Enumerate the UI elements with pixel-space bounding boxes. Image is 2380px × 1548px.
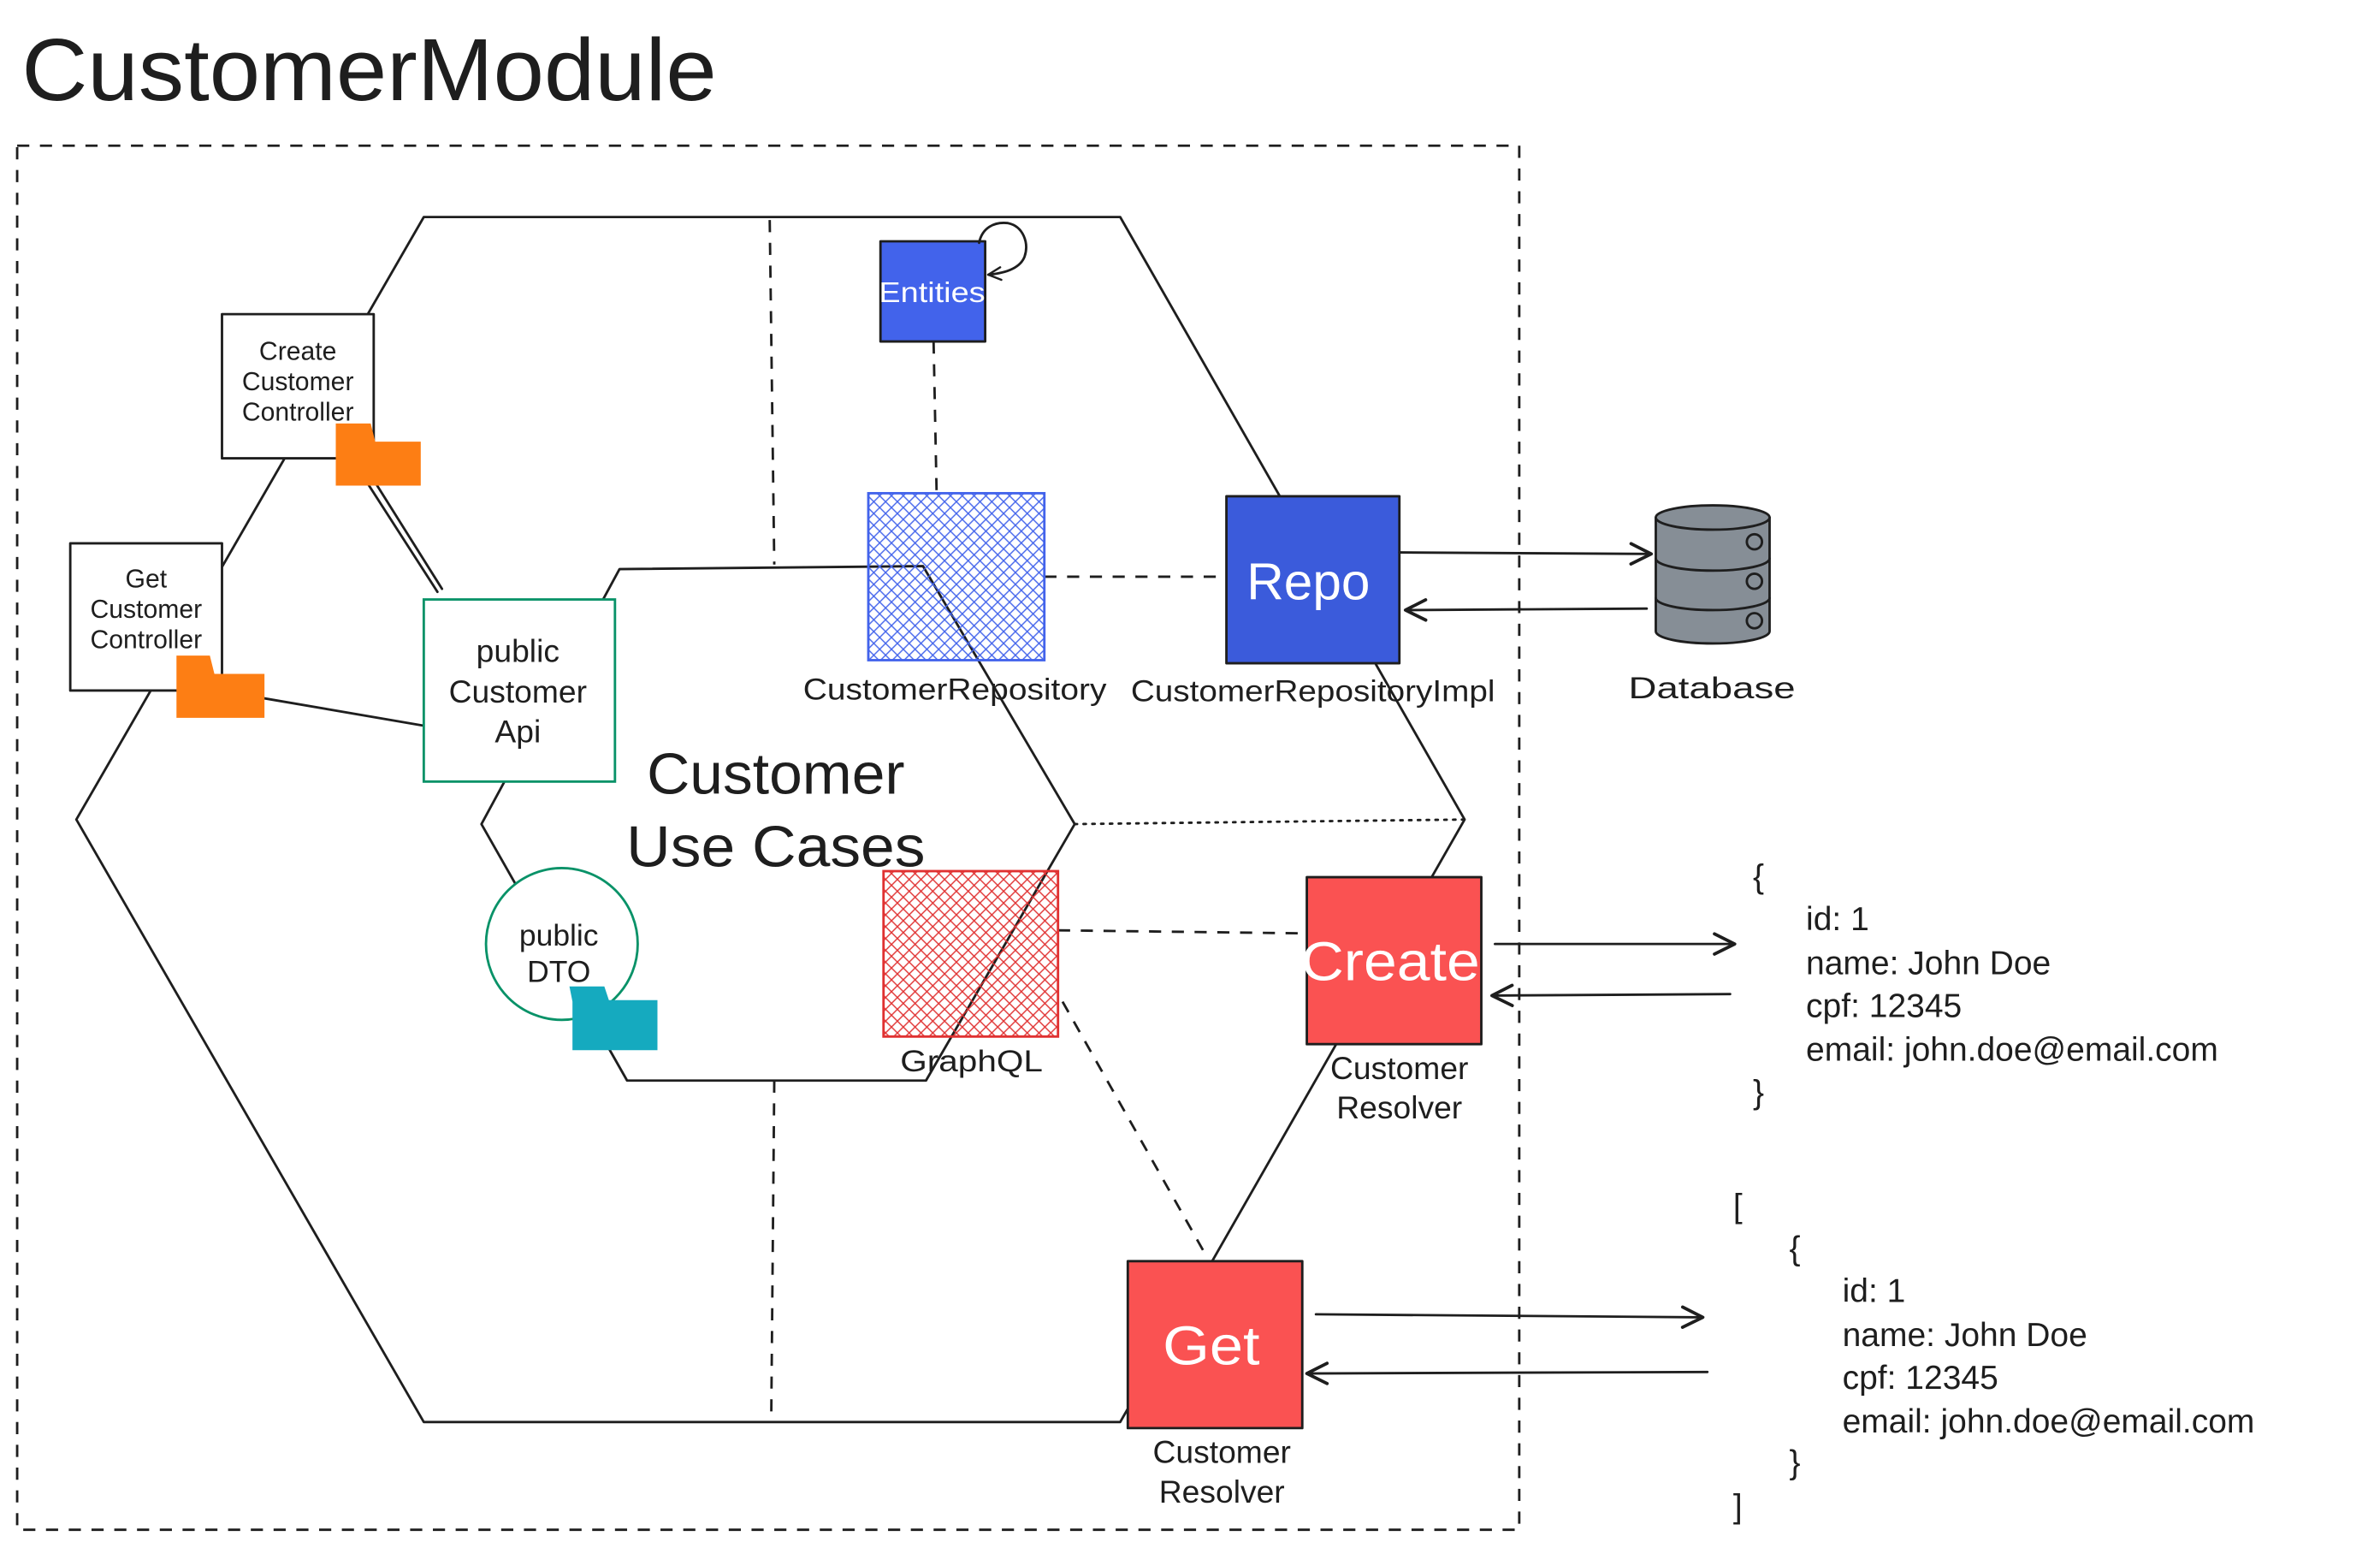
loop-arrow-icon — [978, 222, 1027, 282]
use-cases-label-line: Use Cases — [626, 816, 925, 880]
customer-repository-caption: CustomerRepository — [803, 673, 1107, 707]
customer-repository-hatch-backward — [868, 493, 1045, 661]
public-api-label-line: public — [477, 632, 559, 668]
repo-caption: CustomerRepositoryImpl — [1131, 673, 1495, 708]
get-resolver-caption-line: Customer — [1153, 1434, 1291, 1470]
public-api-box — [422, 598, 617, 783]
get-resolver-response-arrow — [1314, 1305, 1705, 1329]
public-customer-api: public Customer Api — [422, 598, 617, 783]
graphql-to-get-resolver-dashed-line — [1061, 1000, 1208, 1258]
entities: Entities — [879, 222, 1027, 343]
create-resolver-request-arrow — [1490, 983, 1732, 1007]
graphql-hatch-backward — [883, 871, 1058, 1037]
payload-field: cpf: 12345 — [1843, 1360, 1998, 1397]
public-dto-label-line: DTO — [527, 954, 590, 988]
repo-impl: Repo CustomerRepositoryImpl — [1131, 495, 1495, 708]
repo-label: Repo — [1246, 553, 1370, 611]
get-customer-resolver: Get Customer Resolver — [1126, 1260, 1304, 1509]
get-payload: [ { id: 1 name: John Doe cpf: 12345 emai… — [1733, 1188, 2255, 1525]
create-controller-label-line: Controller — [242, 398, 354, 426]
create-resolver-label: Create — [1300, 931, 1479, 993]
payload-field: id: 1 — [1843, 1273, 1906, 1310]
customer-repository-outline — [867, 491, 1046, 661]
entities-box — [879, 240, 986, 343]
payload-field: email: john.doe@email.com — [1806, 1032, 2218, 1069]
get-resolver-request-arrow — [1305, 1361, 1709, 1385]
get-controller-to-api-line — [261, 697, 424, 727]
get-resolver-box — [1126, 1260, 1304, 1430]
public-dto-circle — [484, 867, 639, 1022]
database-icon — [1655, 516, 1771, 645]
public-api-label-line: Customer — [449, 673, 587, 709]
payload-bracket: { — [1753, 859, 1764, 896]
public-api-label-line: Api — [494, 713, 541, 749]
folder-icon — [335, 423, 421, 486]
payload-field: name: John Doe — [1806, 946, 2051, 982]
payload-bracket: } — [1753, 1074, 1764, 1111]
payload-bracket: { — [1790, 1231, 1801, 1267]
use-cases-label-line: Customer — [647, 743, 904, 807]
get-controller-label-line: Customer — [90, 596, 202, 624]
payload-field: cpf: 12345 — [1806, 988, 1962, 1024]
database-indicator — [1745, 612, 1764, 630]
customer-repository: CustomerRepository — [803, 491, 1107, 707]
payload-bracket: ] — [1733, 1489, 1743, 1526]
repo-to-database-arrow — [1398, 542, 1654, 566]
folder-icon — [176, 655, 265, 718]
create-controller-label-line: Customer — [242, 368, 354, 396]
public-dto: public DTO — [484, 867, 658, 1051]
graphql-caption: GraphQL — [900, 1044, 1043, 1078]
create-resolver-caption-line: Resolver — [1336, 1089, 1462, 1125]
outer-hexagon — [74, 216, 1466, 1424]
domain-divider-dotted-line — [1073, 818, 1466, 826]
customer-module-boundary — [15, 144, 1521, 1532]
get-resolver-caption-line: Resolver — [1159, 1474, 1285, 1509]
get-customer-controller: Get Customer Controller — [68, 542, 265, 718]
get-controller-label-line: Get — [126, 565, 168, 593]
database-to-repo-arrow — [1403, 598, 1649, 622]
create-payload: { id: 1 name: John Doe cpf: 12345 email:… — [1753, 859, 2218, 1112]
database: Database — [1629, 504, 1796, 705]
entities-to-repository-dashed-line — [932, 341, 938, 494]
vertical-divider-top — [768, 220, 776, 565]
create-customer-resolver: Create Customer Resolver — [1300, 875, 1483, 1125]
database-top-rim — [1655, 504, 1771, 531]
create-resolver-box — [1305, 875, 1483, 1046]
database-indicator — [1745, 572, 1764, 590]
database-separator — [1655, 557, 1771, 572]
get-controller-label-line: Controller — [90, 626, 202, 654]
folder-icon — [569, 986, 658, 1051]
database-indicator — [1745, 532, 1764, 551]
create-resolver-caption-line: Customer — [1330, 1050, 1468, 1086]
vertical-divider-bottom — [770, 1080, 776, 1420]
payload-field: name: John Doe — [1843, 1317, 2087, 1354]
payload-field: email: john.doe@email.com — [1843, 1403, 2255, 1440]
database-caption: Database — [1629, 671, 1796, 705]
graphql: GraphQL — [882, 869, 1060, 1078]
create-controller-label-line: Create — [259, 337, 336, 365]
graphql-to-create-resolver-dashed-line — [1057, 928, 1305, 935]
entities-label: Entities — [879, 277, 985, 309]
create-customer-controller: Create Customer Controller — [221, 312, 421, 486]
database-separator — [1655, 596, 1771, 612]
page-title: CustomerModule — [21, 21, 716, 119]
repo-box — [1225, 495, 1401, 665]
payload-bracket: } — [1790, 1444, 1801, 1481]
get-resolver-label: Get — [1163, 1314, 1260, 1376]
payload-field: id: 1 — [1806, 901, 1869, 938]
public-dto-label-line: public — [519, 918, 599, 952]
graphql-outline — [882, 869, 1060, 1038]
payload-bracket: [ — [1733, 1188, 1743, 1225]
